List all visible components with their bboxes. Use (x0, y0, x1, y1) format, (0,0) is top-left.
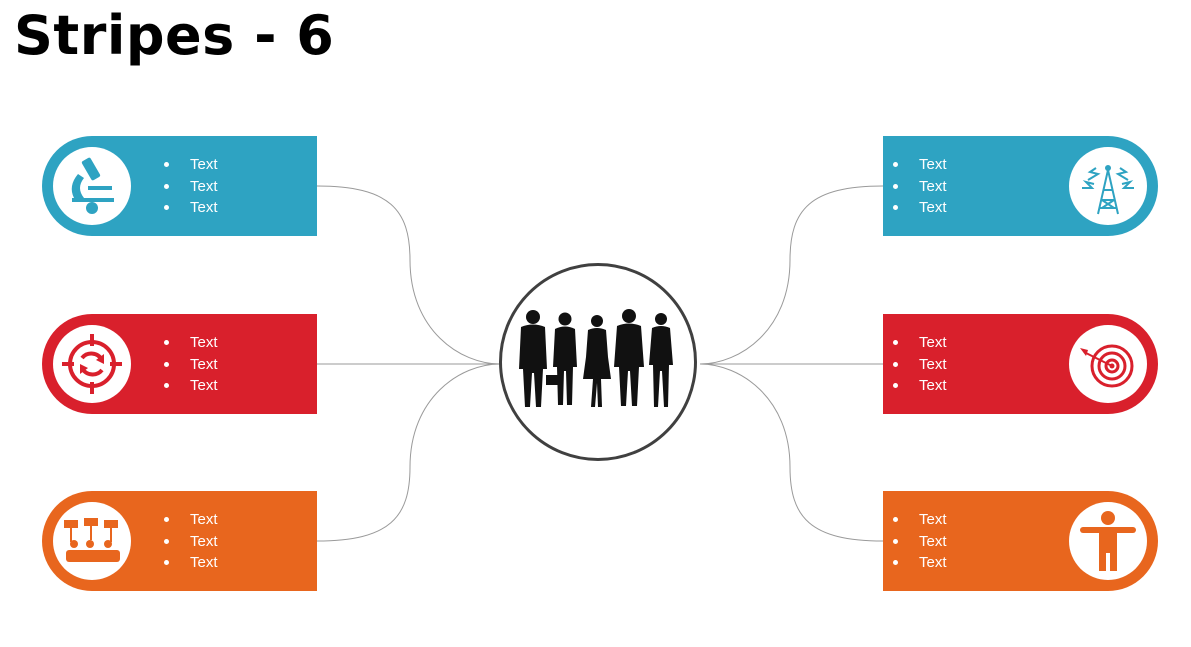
bullet-list: Text Text Text (162, 509, 218, 574)
list-item: Text (162, 354, 218, 376)
connector-right-top (699, 185, 884, 365)
list-item: Text (162, 531, 218, 553)
list-item: Text (891, 531, 947, 553)
list-item: Text (891, 552, 947, 574)
list-item: Text (891, 354, 947, 376)
stripe-left-bottom: Text Text Text (42, 491, 317, 591)
bullet-list: Text Text Text (891, 332, 947, 397)
connector-left-top (316, 185, 501, 365)
list-item: Text (891, 154, 947, 176)
icon-circle (1069, 147, 1147, 225)
target-refresh-icon (62, 334, 122, 394)
list-item: Text (162, 375, 218, 397)
icon-circle (53, 502, 131, 580)
stripe-right-bottom: Text Text Text (883, 491, 1158, 591)
list-item: Text (162, 154, 218, 176)
connector-right-bottom (699, 363, 884, 542)
bullet-list: Text Text Text (162, 332, 218, 397)
bullet-list: Text Text Text (891, 154, 947, 219)
person-icon (1080, 511, 1136, 571)
stripe-right-middle: Text Text Text (883, 314, 1158, 414)
stripe-left-top: Text Text Text (42, 136, 317, 236)
list-item: Text (891, 197, 947, 219)
protest-crowd-icon (64, 518, 120, 562)
radio-tower-icon (1082, 165, 1134, 215)
icon-circle (1069, 325, 1147, 403)
center-hub (499, 263, 697, 461)
bullet-list: Text Text Text (891, 509, 947, 574)
list-item: Text (891, 332, 947, 354)
stripe-left-middle: Text Text Text (42, 314, 317, 414)
list-item: Text (891, 509, 947, 531)
icon-circle (53, 325, 131, 403)
icon-circle (1069, 502, 1147, 580)
microscope-icon (71, 157, 114, 214)
list-item: Text (891, 375, 947, 397)
list-item: Text (162, 509, 218, 531)
list-item: Text (891, 176, 947, 198)
list-item: Text (162, 552, 218, 574)
icon-circle (53, 147, 131, 225)
connector-left-bottom (316, 363, 501, 542)
list-item: Text (162, 197, 218, 219)
list-item: Text (162, 176, 218, 198)
bullet-list: Text Text Text (162, 154, 218, 219)
list-item: Text (162, 332, 218, 354)
stripe-right-top: Text Text Text (883, 136, 1158, 236)
business-people-icon (519, 309, 673, 407)
bullseye-icon (1080, 344, 1134, 388)
page-title: Stripes - 6 (14, 4, 335, 67)
